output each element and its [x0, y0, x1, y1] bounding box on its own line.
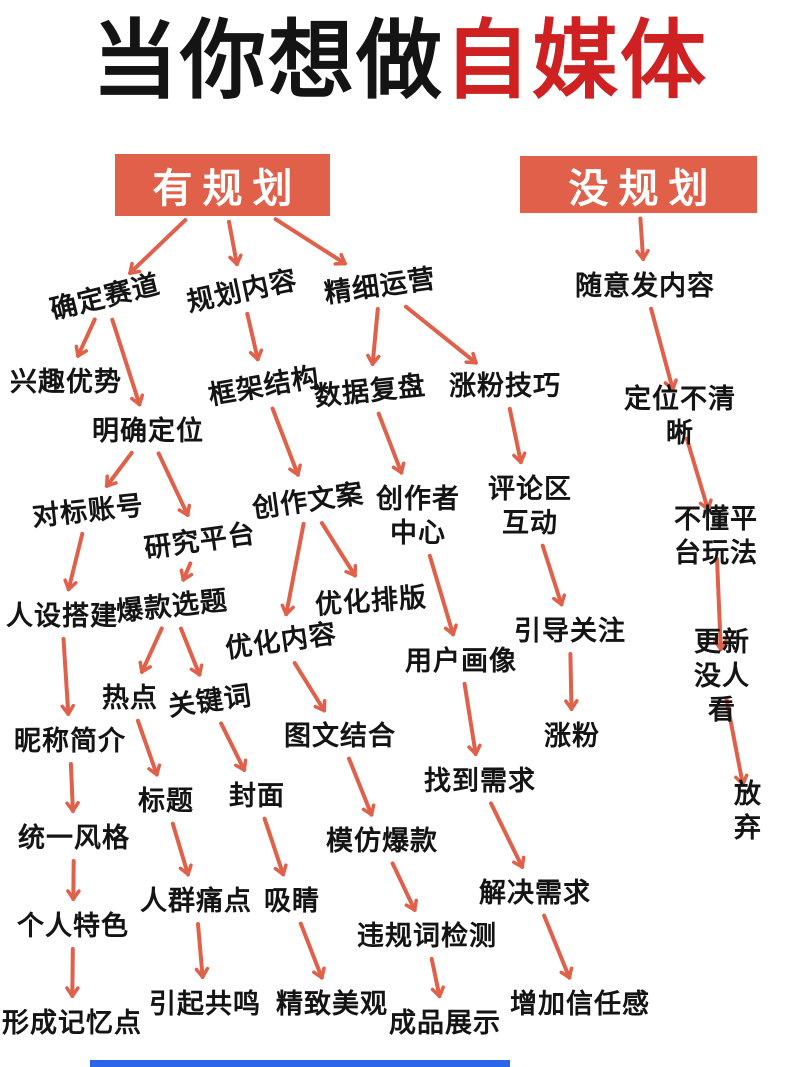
node-interest-strength: 兴趣优势	[10, 366, 122, 397]
arrow-fan-growth-tips-to-comment-interaction	[507, 406, 527, 465]
arrow-unplanned-to-post-randomly	[635, 216, 650, 261]
node-unclear-positioning: 定位不清晰	[624, 383, 736, 448]
arrow-guide-follow-to-gain-fans	[564, 652, 579, 711]
arrow-hot-topics-to-title-node	[135, 718, 162, 777]
node-image-text-combo: 图文结合	[284, 720, 396, 751]
node-no-views: 更新没人看	[694, 626, 750, 726]
node-evoke-resonance: 引起共鸣	[149, 988, 261, 1019]
arrow-data-review-to-creator-center	[376, 411, 406, 475]
arrow-solve-needs-to-build-trust	[542, 913, 574, 980]
title-highlight: 自媒体	[444, 13, 708, 109]
arrow-framework-structure-to-create-copy	[270, 406, 302, 477]
node-post-randomly: 随意发内容	[575, 270, 715, 301]
arrow-comment-interaction-to-guide-follow	[540, 543, 567, 607]
arrow-title-node-to-audience-pain-points	[170, 821, 193, 877]
arrow-optimize-content-to-image-text-combo	[292, 661, 327, 713]
arrow-nickname-bio-to-unified-style	[65, 762, 80, 813]
arrow-define-track-to-interest-strength	[74, 317, 97, 358]
node-nickname-bio: 昵称简介	[14, 725, 126, 756]
arrow-keywords-to-cover	[219, 721, 248, 772]
arrow-fine-operation-to-fan-growth-tips	[403, 304, 478, 365]
arrow-define-track-to-clear-positioning	[110, 317, 145, 407]
arrow-research-platform-to-hit-topics	[179, 561, 194, 582]
node-cover: 封面	[229, 780, 285, 811]
arrow-eye-catching-to-refined-look	[298, 921, 326, 980]
page-title: 当你想做自媒体	[0, 14, 800, 109]
node-banned-word-check: 违规词检测	[357, 920, 497, 951]
node-build-trust: 增加信任感	[510, 988, 650, 1019]
arrow-hit-topics-to-hot-topics	[138, 626, 164, 674]
node-persona-building: 人设搭建	[6, 600, 118, 631]
node-creator-center: 创作者 中心	[376, 483, 460, 548]
arrow-find-needs-to-solve-needs	[489, 801, 526, 869]
arrow-fine-operation-to-data-review	[366, 307, 381, 366]
arrow-hit-topics-to-keywords	[179, 626, 204, 677]
arrow-clear-positioning-to-benchmark-accounts	[104, 450, 134, 488]
arrow-persona-building-to-nickname-bio	[60, 637, 76, 716]
arrow-clear-positioning-to-research-platform	[156, 451, 192, 517]
node-audience-pain-points: 人群痛点	[140, 885, 252, 916]
arrow-benchmark-accounts-to-persona-building	[63, 531, 85, 592]
arrow-planned-to-plan-content	[227, 219, 243, 267]
node-give-up: 放弃	[734, 778, 762, 843]
node-final-showcase: 成品展示	[389, 1007, 501, 1038]
node-solve-needs: 解决需求	[479, 877, 591, 908]
arrow-plan-content-to-framework-structure	[245, 311, 264, 362]
arrow-image-text-combo-to-imitate-hits	[347, 756, 376, 817]
arrow-planned-to-define-track	[128, 218, 188, 276]
arrow-imitate-hits-to-banned-word-check	[390, 861, 418, 912]
node-eye-catching: 吸睛	[264, 885, 320, 916]
arrow-audience-pain-points-to-evoke-resonance	[194, 922, 210, 979]
branch-header-unplanned: 没规划	[520, 156, 757, 213]
arrow-create-copy-to-optimize-content	[280, 521, 306, 617]
node-title-node: 标题	[138, 785, 194, 816]
arrow-cover-to-eye-catching	[262, 816, 288, 877]
node-hot-topics: 热点	[102, 682, 158, 713]
node-clear-positioning: 明确定位	[92, 415, 204, 446]
arrow-user-profile-to-find-needs	[462, 681, 482, 757]
arrow-create-copy-to-optimize-layout	[319, 521, 358, 578]
arrow-planned-to-fine-operation	[273, 217, 347, 266]
node-comment-interaction: 评论区 互动	[488, 473, 572, 538]
node-guide-follow: 引导关注	[514, 615, 626, 646]
node-platform-rules-unknown: 不懂平台玩法	[674, 503, 758, 568]
node-unified-style: 统一风格	[18, 822, 130, 853]
node-user-profile: 用户画像	[405, 645, 517, 676]
arrow-post-randomly-to-unclear-positioning	[649, 306, 678, 392]
node-fan-growth-tips: 涨粉技巧	[449, 370, 561, 401]
node-memorable-identity: 形成记忆点	[2, 1007, 142, 1038]
node-gain-fans: 涨粉	[544, 720, 600, 751]
arrow-personal-traits-to-memorable-identity	[65, 947, 80, 998]
title-prefix: 当你想做	[92, 13, 444, 109]
bottom-blue-bar	[90, 1060, 510, 1067]
branch-header-planned: 有规划	[115, 154, 330, 216]
arrow-no-views-to-give-up	[724, 696, 749, 787]
node-imitate-hits: 模仿爆款	[326, 825, 438, 856]
node-find-needs: 找到需求	[424, 765, 536, 796]
arrow-unclear-positioning-to-platform-rules-unknown	[684, 436, 713, 512]
arrow-creator-center-to-user-profile	[427, 553, 458, 637]
node-personal-traits: 个人特色	[17, 910, 129, 941]
arrow-banned-word-check-to-final-showcase	[429, 956, 445, 999]
node-refined-look: 精致美观	[276, 988, 388, 1019]
arrow-platform-rules-unknown-to-no-views	[713, 557, 728, 651]
